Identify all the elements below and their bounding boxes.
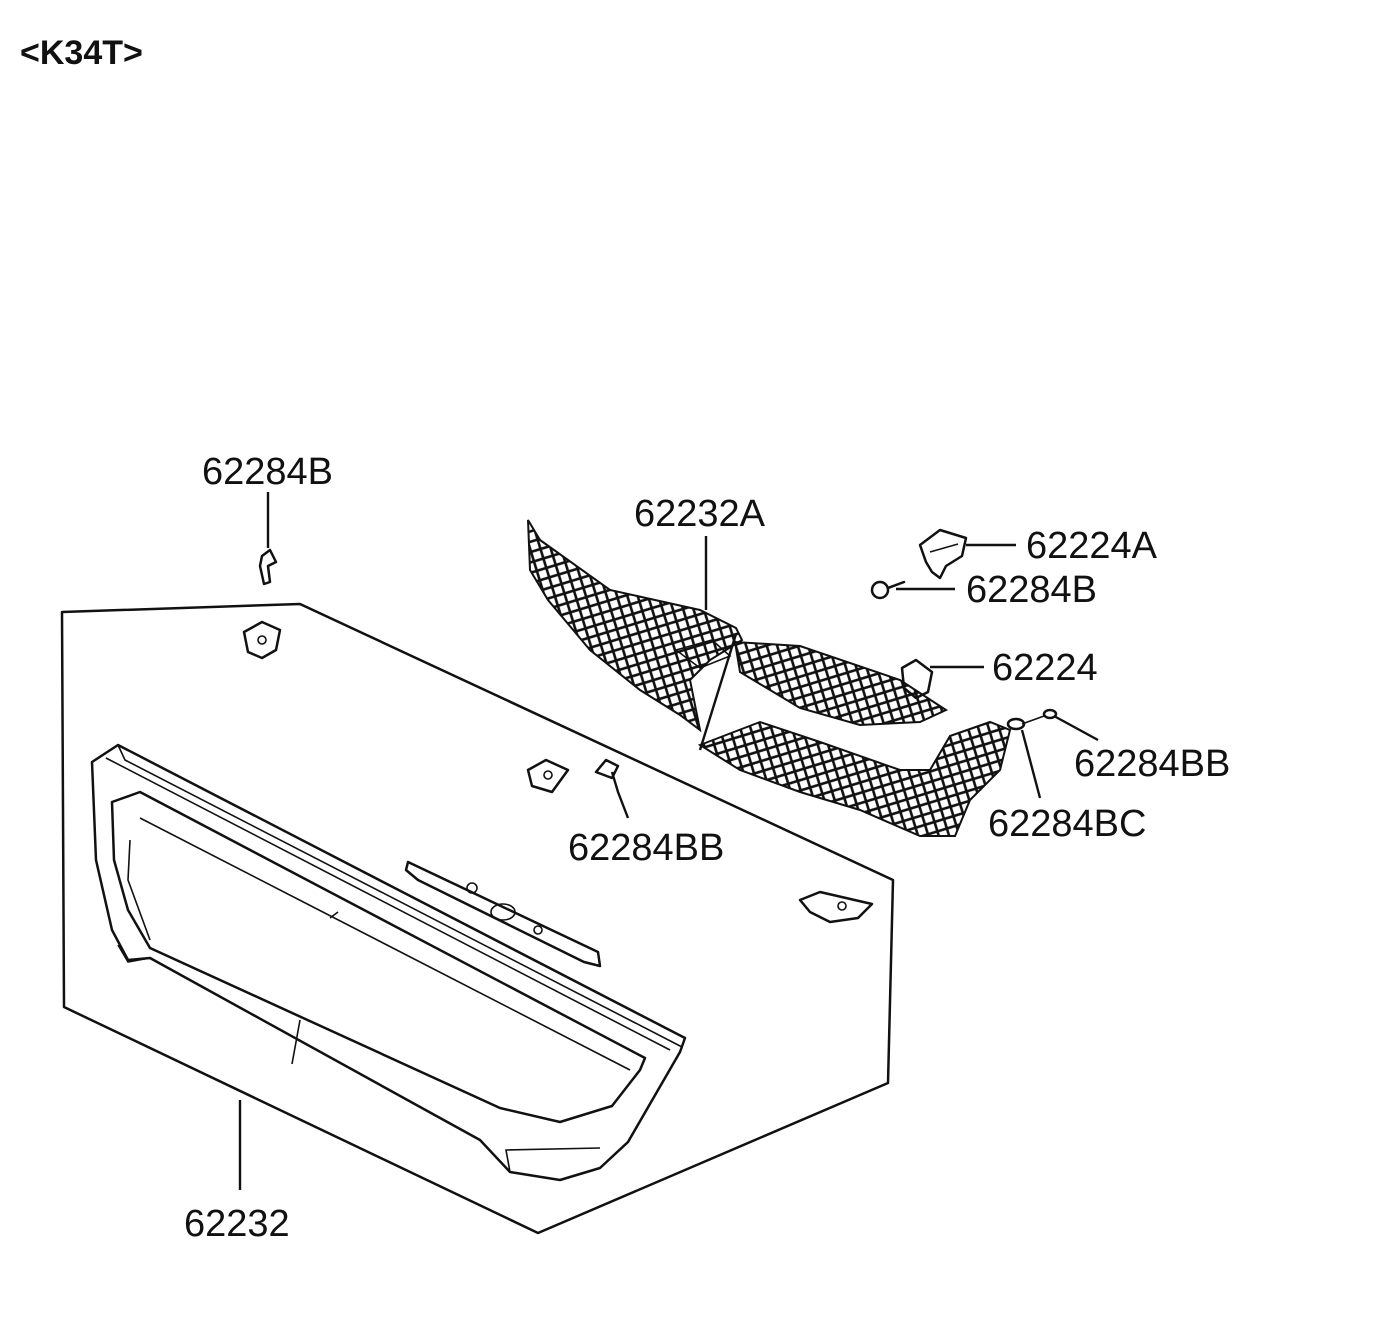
callout-62224: 62224 (992, 647, 1098, 689)
callout-62284bc: 62284BC (988, 803, 1146, 845)
leader-lines (238, 492, 1099, 1190)
callout-62284bb-right: 62284BB (1074, 743, 1230, 785)
callout-62232a: 62232A (634, 493, 766, 535)
grille-mesh-insert (527, 519, 1012, 837)
callout-62284b-right: 62284B (966, 569, 1097, 611)
clip-parts (258, 528, 1058, 780)
callout-62224a: 62224A (1026, 525, 1158, 567)
callout-62232: 62232 (184, 1203, 290, 1245)
callout-62284b-top: 62284B (202, 451, 333, 493)
model-code-title: <K34T> (20, 34, 143, 72)
callout-labels: 62284B 62232A 62224A 62284B 62224 62284B… (184, 451, 1230, 1245)
callout-62284bb-center: 62284BB (568, 827, 724, 869)
radiator-grille-assembly (60, 602, 895, 1235)
